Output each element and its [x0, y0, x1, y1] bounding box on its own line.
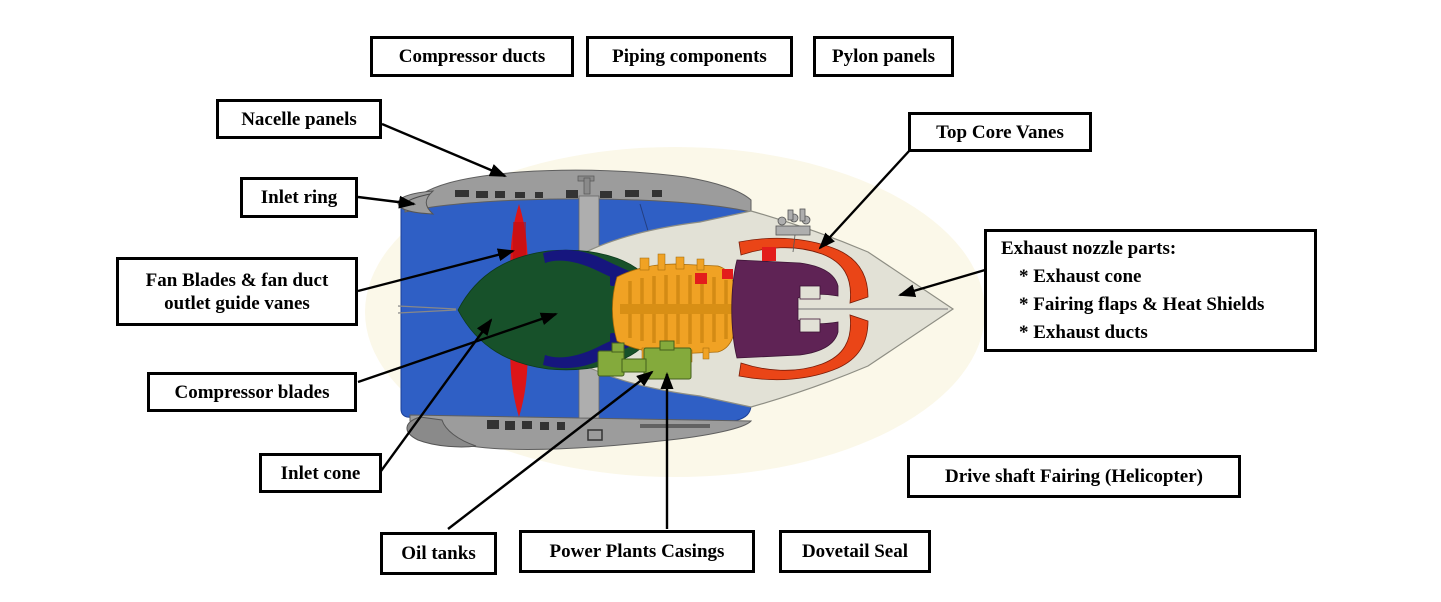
power-plant-casings-olive: [597, 340, 692, 380]
label-compressor-blades: Compressor blades: [147, 372, 357, 412]
label-inlet-ring: Inlet ring: [240, 177, 358, 218]
label-nacelle-panels: Nacelle panels: [216, 99, 382, 139]
top-piping-mechanism: [775, 208, 811, 253]
label-top-core-vanes: Top Core Vanes: [908, 112, 1092, 152]
exhaust-nozzle-title: Exhaust nozzle parts:: [1001, 237, 1177, 259]
exhaust-ducts-red-orange: [738, 237, 869, 381]
label-dovetail-seal: Dovetail Seal: [779, 530, 931, 573]
arrow-fan-blades: [357, 248, 515, 293]
arrow-oil-tanks: [447, 370, 654, 530]
callout-arrows: [357, 122, 986, 530]
exhaust-nozzle-item: * Fairing flaps & Heat Shields: [1019, 293, 1265, 315]
label-fan-blades: Fan Blades & fan duct outlet guide vanes: [116, 257, 358, 326]
arrow-exhaust-nozzle: [898, 268, 986, 298]
turbine-notches: [799, 285, 821, 333]
label-exhaust-nozzle-parts: Exhaust nozzle parts: * Exhaust cone * F…: [984, 229, 1317, 352]
label-pylon-panels: Pylon panels: [813, 36, 954, 77]
core-shaft: [620, 304, 735, 314]
nacelle-bottom-lip: [406, 416, 477, 448]
nacelle-bottom-latches: [487, 420, 710, 441]
arrow-nacelle-panels: [381, 122, 507, 178]
nacelle-top-latches: [455, 190, 662, 198]
inlet-centerline-dashes: [397, 305, 457, 314]
fan-blade-shading: [513, 222, 526, 260]
label-inlet-cone: Inlet cone: [259, 453, 382, 493]
arrow-top-core-vanes: [818, 149, 911, 250]
exhaust-nozzle-item: * Exhaust cone: [1019, 265, 1142, 287]
arrow-inlet-cone: [380, 318, 493, 472]
arrow-compressor-blades: [357, 312, 558, 384]
fuel-nozzle-red-accents: [695, 269, 733, 284]
arrow-inlet-ring: [357, 195, 416, 209]
nacelle-top-fitting: [577, 175, 595, 195]
label-drive-shaft-fairing: Drive shaft Fairing (Helicopter): [907, 455, 1241, 498]
label-power-plants-casings: Power Plants Casings: [519, 530, 755, 573]
label-piping-components: Piping components: [586, 36, 793, 77]
top-core-vane-red-accent: [762, 247, 776, 261]
label-compressor-ducts: Compressor ducts: [370, 36, 574, 77]
exhaust-nozzle-item: * Exhaust ducts: [1019, 321, 1148, 343]
label-oil-tanks: Oil tanks: [380, 532, 497, 575]
